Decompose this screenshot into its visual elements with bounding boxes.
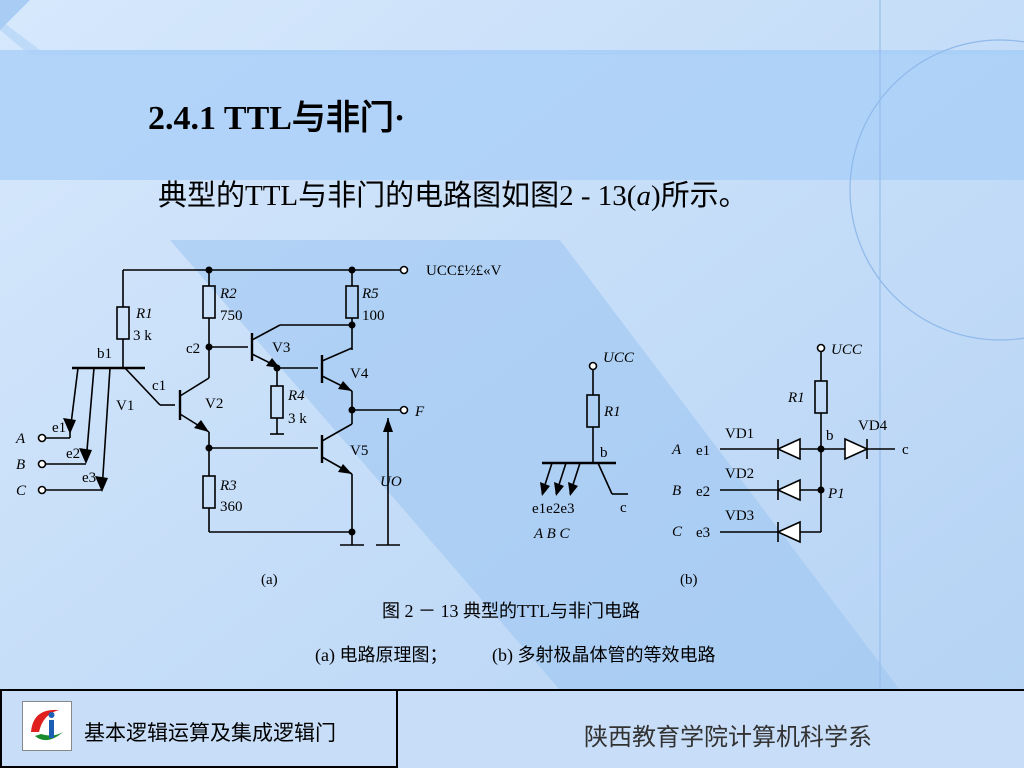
figure-subcaption-b: (b) 多射极晶体管的等效电路: [492, 645, 716, 666]
c1-label: c1: [152, 378, 166, 394]
input-c-label-c: C: [672, 524, 683, 540]
diode-vd3-icon: [776, 520, 801, 544]
vd4-label: VD4: [858, 418, 888, 434]
e2-label-c: e2: [696, 484, 710, 500]
input-c-label: C: [16, 483, 27, 499]
figure-label-b: (b): [680, 572, 698, 588]
footer-school-name: 陕西教育学院计算机科学系: [584, 723, 872, 751]
r5-value: 100: [362, 308, 385, 324]
slide-subtitle: 典型的TTL与非门的电路图如图2 - 13(a)所示。: [158, 172, 748, 214]
v2-label: V2: [205, 396, 223, 412]
emitters-label-b: e1e2e3: [532, 501, 574, 517]
input-a-label-c: A: [671, 442, 682, 458]
school-logo-icon: [22, 701, 72, 751]
r4-value: 3 k: [288, 411, 307, 427]
subtitle-suffix: )所示。: [650, 180, 748, 212]
input-a-label: A: [15, 431, 26, 447]
base-label-c: b: [826, 428, 834, 444]
footer-school-panel: 陕西教育学院计算机科学系: [398, 689, 1024, 768]
input-b-label-c: B: [672, 483, 681, 499]
figure-subcaption-a: (a) 电路原理图；: [315, 645, 447, 666]
r1-name: R1: [135, 306, 153, 322]
circuit-c-wiring: [720, 343, 895, 542]
collector-label-c: c: [902, 442, 909, 458]
footer-course-panel: 基本逻辑运算及集成逻辑门: [0, 689, 398, 768]
e3-label-c: e3: [696, 525, 710, 541]
r4-name: R4: [287, 388, 305, 404]
e3-label: e3: [82, 470, 96, 486]
e1-label: e1: [52, 420, 66, 436]
vd3-label: VD3: [725, 508, 754, 524]
r3-name: R3: [219, 478, 237, 494]
circuit-c-junctions: [817, 445, 825, 494]
slide-title: 2.4.1 TTL与非门·: [148, 100, 406, 137]
diode-vd4-icon: [844, 437, 869, 461]
circuit-a-junctions: [205, 266, 356, 536]
v3-label: V3: [272, 340, 290, 356]
e2-label: e2: [66, 446, 80, 462]
c2-label: c2: [186, 341, 200, 357]
supply-label-c: UCC: [831, 342, 863, 358]
r5-name: R5: [361, 286, 379, 302]
circuit-a-arrowheads: [63, 358, 393, 492]
output-f-label: F: [414, 404, 425, 420]
inputs-label-b: A B C: [533, 526, 571, 542]
diode-vd2-icon: [776, 478, 801, 502]
v4-label: V4: [350, 366, 369, 382]
figure-caption: 图 2 － 13 典型的TTL与非门电路: [382, 601, 640, 621]
v5-label: V5: [350, 443, 368, 459]
circuit-a-wiring: [37, 265, 409, 546]
r2-name: R2: [219, 286, 237, 302]
vd2-label: VD2: [725, 466, 754, 482]
subtitle-italic: a: [636, 180, 651, 212]
r3-value: 360: [220, 499, 243, 515]
r1-value: 3 k: [133, 328, 152, 344]
input-b-label: B: [16, 457, 25, 473]
base-label-b: b: [600, 445, 608, 461]
circuit-b-wiring: [541, 361, 628, 495]
diodes: [776, 437, 869, 544]
circuit-b-arrowheads: [540, 482, 578, 496]
node-p1-label: P1: [827, 486, 845, 502]
subtitle-prefix: 典型的TTL与非门的电路图如图2 - 13(: [158, 180, 637, 212]
r1-label-b: R1: [603, 404, 621, 420]
v1-label: V1: [116, 398, 134, 414]
r2-value: 750: [220, 308, 243, 324]
e1-label-c: e1: [696, 443, 710, 459]
r1-label-c: R1: [787, 390, 805, 406]
supply-label-b: UCC: [603, 350, 635, 366]
collector-label-b: c: [620, 500, 627, 516]
vd1-label: VD1: [725, 426, 754, 442]
output-voltage-label: UO: [380, 474, 402, 490]
diode-vd1-icon: [776, 437, 801, 461]
figure-label-a: (a): [261, 572, 278, 588]
supply-label-a: UCC£½£«V: [426, 263, 502, 279]
b1-label: b1: [97, 346, 112, 362]
footer-course-title: 基本逻辑运算及集成逻辑门: [84, 721, 336, 745]
